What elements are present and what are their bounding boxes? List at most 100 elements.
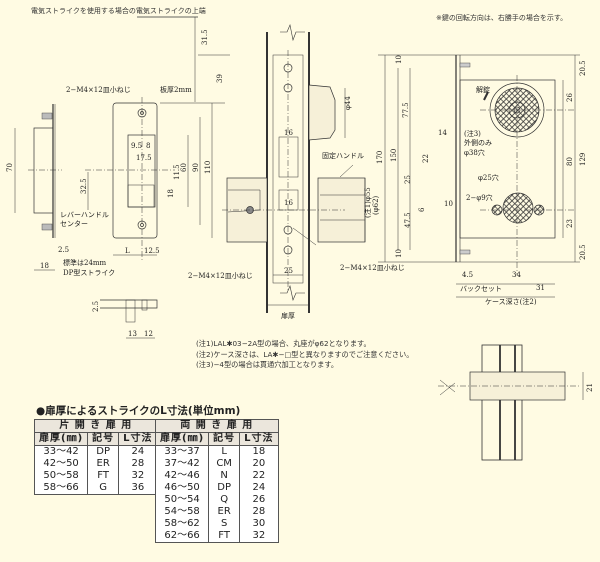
col-header: 扉厚(㎜) [33,432,89,446]
label-hole9: 2−φ9穴 [466,193,493,202]
dim: 9.5 [131,142,142,150]
table-cell: 33〜37 [154,445,210,458]
dim: 34 [512,271,521,279]
table-cell: 24 [239,482,279,494]
dim: 25 [284,267,293,275]
table-cell: 42〜50 [33,458,89,470]
dim: 26 [566,93,574,102]
lock-case-view [378,54,580,298]
label-screw-right: 2−M4×12皿小ねじ [340,263,405,272]
label-hole25: φ25穴 [478,173,499,182]
note-2: (注2)ケース深さは、LA✱−□型と異なりますのでご注意ください。 [196,349,414,359]
dim: 80 [566,157,574,166]
dim: 39 [216,74,224,83]
table-cell: Q [208,494,241,506]
dim: 10 [444,200,453,208]
notes: (注1)LAL✱03−2A型の場合、丸座がφ62となります。 (注2)ケース深さ… [196,339,413,371]
dim: 150 [390,149,398,162]
dim: 18 [40,262,49,270]
table-caption: 両 開 き 扉 用 [155,419,279,433]
col-header: 扉厚(㎜) [154,432,210,446]
table-cell: 30 [239,518,279,530]
label-phi55: (注1)φ55 [363,187,372,218]
dim: 31.5 [201,29,209,45]
dim: 110 [204,161,212,174]
dim: 18 [167,189,175,198]
dim: 60 [180,163,188,172]
table-cell: 26 [239,494,279,506]
strike-front-view [85,97,213,339]
dim: 12.5 [144,247,160,255]
dim: 25 [404,175,412,184]
table-cell: L [208,445,241,458]
label-door-thickness: 扉厚 [281,311,295,320]
label-phi44: φ44 [344,96,352,110]
table-cell: 20 [239,458,279,470]
dim: 8 [146,142,150,150]
label-phi62: (φ62) [372,195,380,215]
table-cell: 28 [239,506,279,518]
table-cell: 50〜58 [33,470,89,482]
dim: 12 [144,330,153,338]
detail-view [438,344,584,461]
dim: 11.5 [173,164,181,180]
table-cell: 58〜62 [154,518,210,530]
dim: 77.5 [402,102,410,118]
table-caption: 片 開 き 扉 用 [34,419,158,433]
table-cell: 22 [239,470,279,482]
dim: 14 [438,129,447,137]
col-header: L寸法 [118,432,158,446]
table-cell: ER [87,458,120,470]
table-cell: FT [208,530,241,543]
dim: 32.5 [80,178,88,194]
dim: 22 [422,154,430,163]
label-unlock: 解錠 [476,85,490,94]
label-plate-thickness: 板厚2mm [160,85,192,94]
table-cell: 50〜54 [154,494,210,506]
table-cell: DP [87,445,120,458]
dim: 16 [284,199,293,207]
label-outer-only: 外側のみ [464,138,492,147]
top-note: 電気ストライクを使用する場合の電気ストライクの上端 [31,7,206,15]
dim: 2.5 [58,246,69,254]
dim: 20.5 [579,60,587,76]
col-header: 記号 [87,432,120,446]
dim: 17.5 [136,154,152,162]
dim: 16 [284,129,293,137]
table-cell: 37〜42 [154,458,210,470]
dim: 10 [395,55,403,64]
dim: 13 [128,330,137,338]
table-cell: 46〜50 [154,482,210,494]
dim: 21 [586,383,594,392]
note-3: (注3)−4型の場合は貫通穴加工となります。 [196,360,339,369]
table-cell: DP [208,482,241,494]
table-cell: 62〜66 [154,530,210,543]
dim: 70 [6,163,14,172]
table-cell: 24 [118,445,158,458]
table-cell: N [208,470,241,482]
note-1: (注1)LAL✱03−2A型の場合、丸座がφ62となります。 [196,339,371,348]
label-screw-strike: 2−M4×12皿小ねじ [66,85,131,94]
label-screw-left: 2−M4×12皿小ねじ [188,271,253,280]
table-cell: 32 [118,470,158,482]
rotation-note: ※鍵の回転方向は、右勝手の場合を示す。 [436,14,568,22]
label-fixed-handle: 固定ハンドル [322,151,364,160]
dim: 170 [376,151,384,164]
dim: 47.5 [404,212,412,228]
col-header: 記号 [208,432,241,446]
table-cell: 42〜46 [154,470,210,482]
